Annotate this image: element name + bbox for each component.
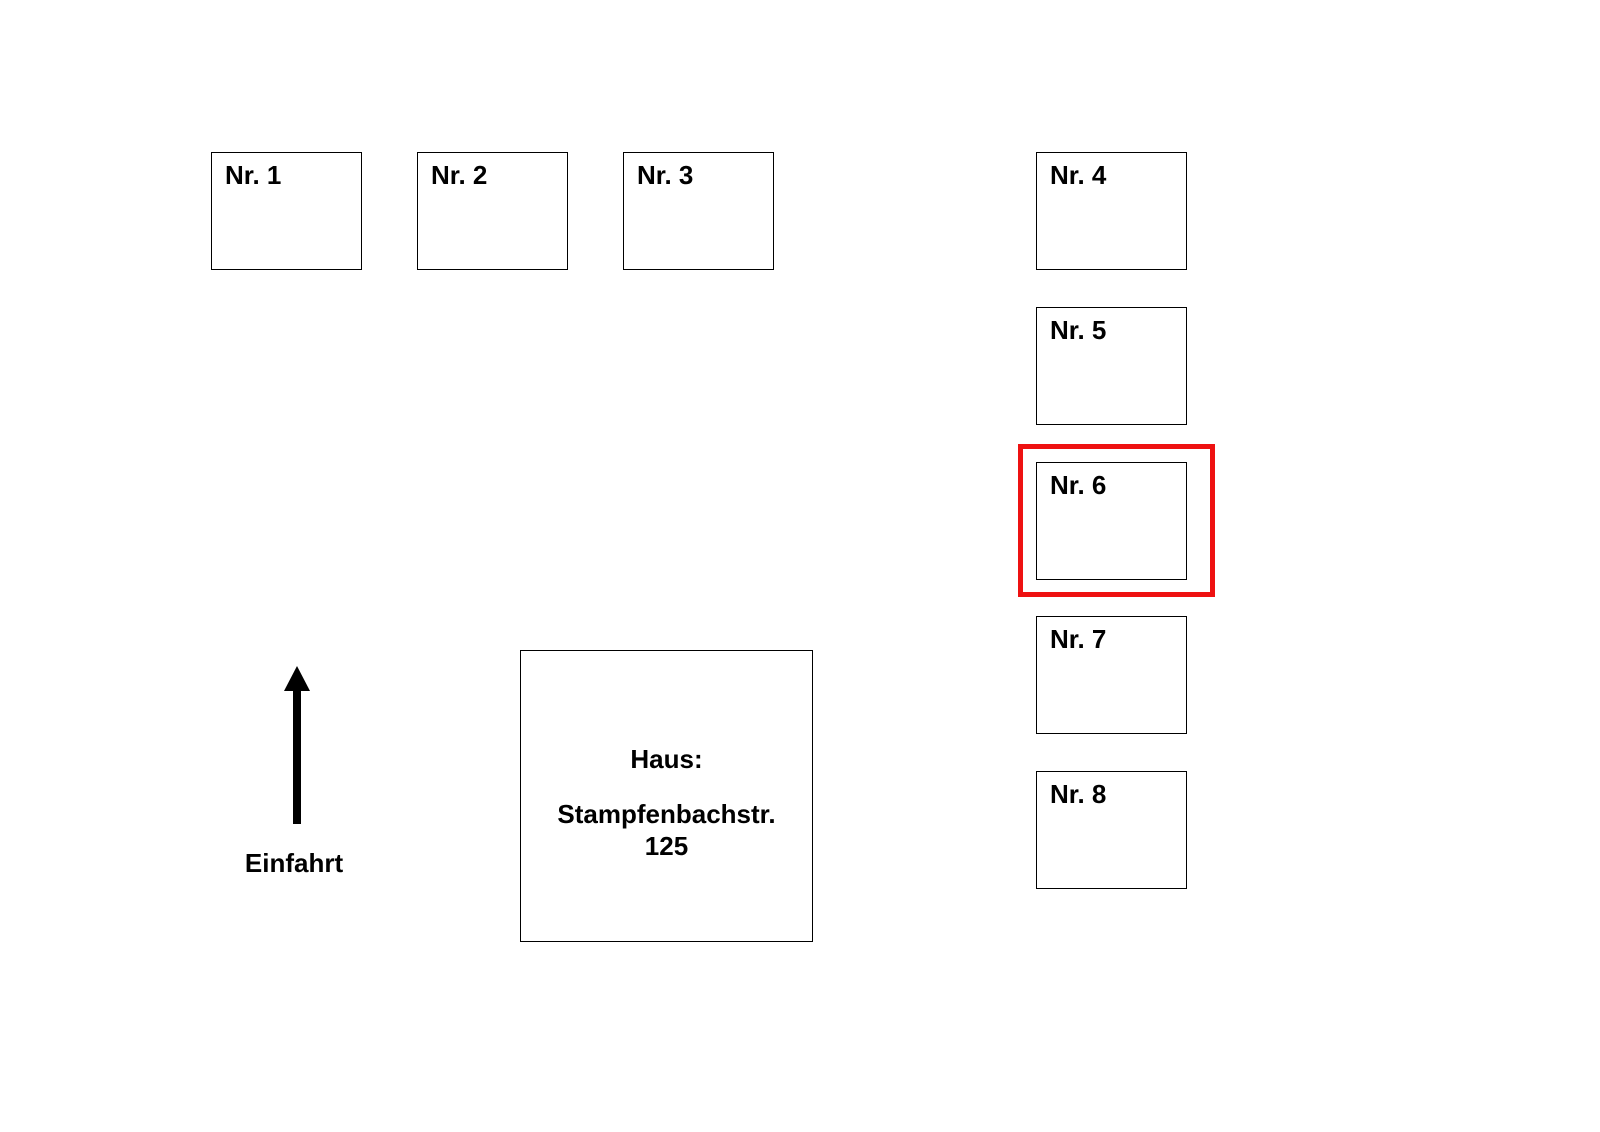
parking-lot-label: Nr. 2 [431, 160, 488, 190]
parking-lot-label: Nr. 1 [225, 160, 282, 190]
parking-lot-label: Nr. 3 [637, 160, 694, 190]
house-address-number: 125 [644, 831, 689, 861]
parking-lot-label: Nr. 8 [1050, 779, 1107, 809]
parking-lot-label: Nr. 6 [1050, 470, 1107, 500]
parking-lot-7: Nr. 7 [1036, 616, 1187, 734]
house-address-street: Stampfenbachstr. [557, 799, 776, 829]
parking-lot-5: Nr. 5 [1036, 307, 1187, 425]
parking-lot-8: Nr. 8 [1036, 771, 1187, 889]
parking-lot-2: Nr. 2 [417, 152, 568, 270]
parking-lot-6: Nr. 6 [1036, 462, 1187, 580]
entrance-label: Einfahrt [244, 848, 344, 878]
parking-lot-3: Nr. 3 [623, 152, 774, 270]
parking-lot-6-highlight [1018, 444, 1215, 597]
parking-lot-label: Nr. 4 [1050, 160, 1107, 190]
parking-lot-4: Nr. 4 [1036, 152, 1187, 270]
parking-lot-label: Nr. 7 [1050, 624, 1107, 654]
parking-lot-1: Nr. 1 [211, 152, 362, 270]
house-title: Haus: [630, 744, 703, 774]
arrow-up-icon [284, 666, 310, 824]
parking-lot-label: Nr. 5 [1050, 315, 1107, 345]
house-block: Haus: Stampfenbachstr. 125 [520, 650, 813, 942]
house-address: Stampfenbachstr. 125 [521, 798, 812, 862]
